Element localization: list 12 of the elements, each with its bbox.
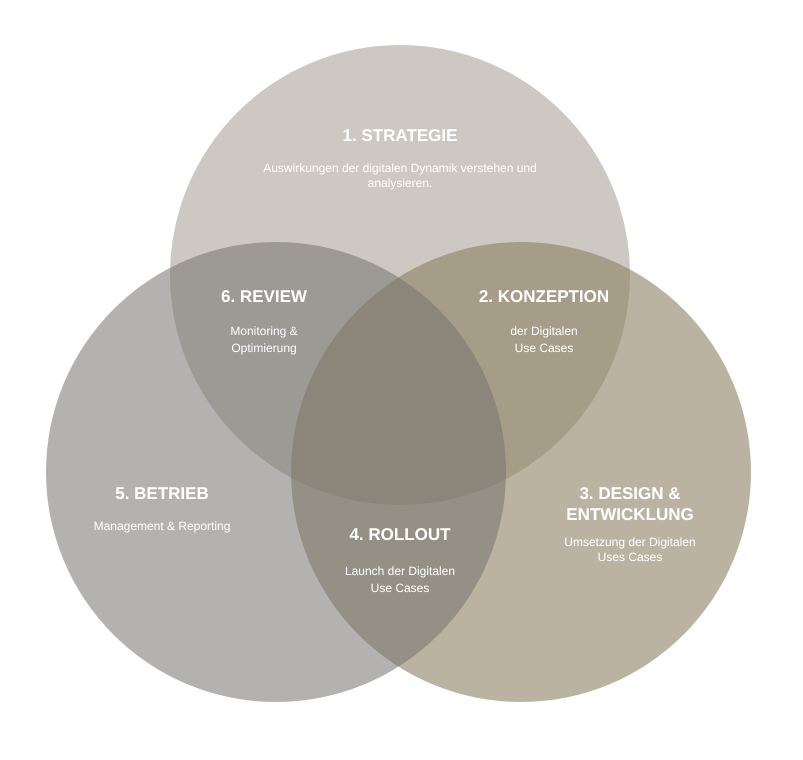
section-description: Auswirkungen der digitalen Dynamik verstehen und analysieren. [262, 161, 538, 191]
section-description: Launch der Digitalen Use Cases [344, 563, 456, 597]
section-heading: 2. KONZEPTION [478, 286, 610, 308]
section-heading: 5. BETRIEB [114, 483, 210, 504]
section-heading: 1. STRATEGIE [342, 125, 458, 146]
section-description: der Digitalen Use Cases [509, 323, 579, 357]
section-description: Management & Reporting [92, 519, 232, 534]
section-heading: 6. REVIEW [220, 286, 308, 308]
section-description: Umsetzung der Digitalen Uses Cases [563, 535, 697, 565]
section-description: Monitoring & Optimierung [229, 323, 299, 357]
section-heading: 4. ROLLOUT [348, 524, 452, 546]
section-heading: 3. DESIGN & ENTWICKLUNG [565, 483, 695, 526]
